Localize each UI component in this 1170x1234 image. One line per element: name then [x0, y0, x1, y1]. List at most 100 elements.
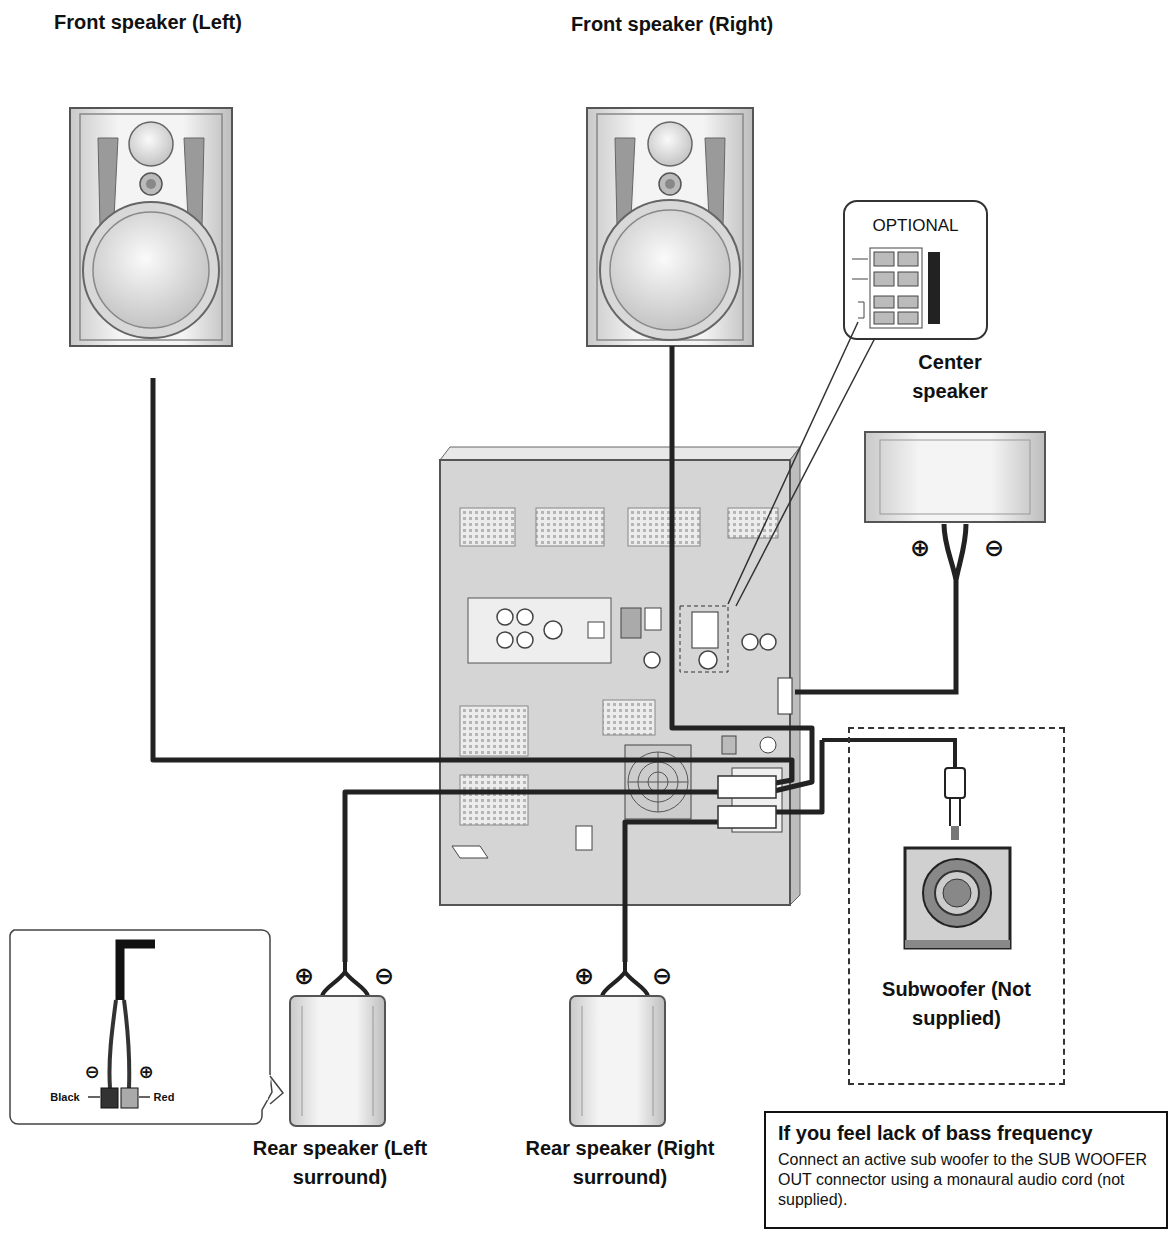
speaker-wire-part: [770, 740, 822, 812]
rear-speaker-right: [570, 962, 665, 1126]
speaker-label: Front speaker (Left): [54, 8, 242, 37]
main-unit-part-part: [517, 632, 533, 648]
main-unit-part-part: [536, 508, 604, 546]
main-unit-part-part: [644, 652, 660, 668]
main-unit: [440, 447, 800, 905]
speaker-label: Rear speaker (Right surround): [515, 1134, 725, 1192]
subwoofer-part: [943, 879, 971, 907]
main-unit-part-part: [760, 634, 776, 650]
main-unit-part: [625, 745, 691, 819]
speaker-terminal-part: [718, 806, 776, 828]
optional-callout-part-part: [874, 312, 894, 324]
speaker-wire: [153, 346, 822, 962]
polarity-sign: ⊖: [84, 1063, 99, 1081]
optional-callout-part: [852, 259, 868, 318]
note-body: Connect an active sub woofer to the SUB …: [778, 1150, 1156, 1210]
main-unit-part: [440, 447, 800, 460]
subwoofer-part: [822, 740, 955, 770]
main-unit-part: [468, 598, 611, 663]
polarity-sign: ⊕: [574, 964, 594, 988]
main-unit-part-part: [742, 634, 758, 650]
center-speaker-part: [880, 440, 1030, 514]
main-unit-part-part: [460, 775, 528, 825]
rear-speaker-right-part: [570, 996, 665, 1126]
main-unit-part-part: [460, 706, 528, 756]
speaker-wire-part: [153, 378, 792, 784]
optional-callout: [728, 248, 940, 606]
front-speaker-right-part: [665, 179, 675, 189]
terminal-inset-part: [101, 1088, 118, 1108]
terminal-inset-part: [10, 930, 272, 1124]
optional-callout-part-part: [898, 272, 918, 286]
optional-callout-part: [870, 248, 922, 328]
subwoofer-part: [935, 871, 979, 915]
main-unit-part: [588, 622, 604, 638]
optional-callout-part-part: [898, 296, 918, 308]
rear-speaker-left-part: [302, 1006, 373, 1116]
front-speaker-left-part: [146, 179, 156, 189]
terminal-inset-part: [266, 1075, 270, 1100]
speaker-rear-left: Rear speaker (Left surround): [238, 996, 442, 1192]
center-speaker-part: [795, 524, 966, 692]
main-unit-part: [621, 608, 641, 638]
rear-speaker-left-part: [290, 996, 385, 1126]
speaker-label: Rear speaker (Left surround): [240, 1134, 440, 1192]
main-unit-part: [576, 826, 592, 850]
rear-speaker-left-part: [322, 962, 368, 996]
front-speaker-left-part: [129, 122, 173, 166]
optional-callout-part: [728, 322, 875, 606]
wire-color-label: Red: [154, 1092, 175, 1103]
optional-callout-part-part: [874, 252, 894, 266]
terminal-inset-part: [270, 1076, 283, 1104]
terminal-inset: [10, 930, 283, 1124]
subwoofer-box: Subwoofer (Not supplied): [848, 727, 1065, 1085]
polarity-sign: ⊕: [138, 1063, 153, 1081]
subwoofer-part: [945, 768, 965, 798]
optional-callout-part-part: [874, 272, 894, 286]
front-speaker-left-part: [83, 202, 219, 338]
speaker-terminal-part: [718, 776, 776, 798]
speaker-front-right: Front speaker (Right): [560, 10, 784, 348]
front-speaker-left-part: [70, 108, 232, 346]
wire-color-label: Black: [50, 1092, 79, 1103]
polarity-sign: ⊕: [910, 536, 930, 560]
speaker-label: Front speaker (Right): [571, 10, 773, 39]
rear-speaker-left: [290, 962, 385, 1126]
subwoofer: [822, 740, 1010, 948]
subwoofer-part: [950, 798, 960, 826]
main-unit-part: [692, 612, 718, 648]
speaker-label: OPTIONAL: [873, 214, 959, 239]
main-unit-part: [790, 447, 800, 905]
main-unit-part: [460, 508, 778, 825]
rear-speaker-right-part: [602, 962, 648, 996]
speaker-wire-part: [625, 822, 770, 962]
speaker-center: Center speaker: [850, 348, 1050, 524]
main-unit-part: [440, 460, 790, 905]
main-unit-part-part: [460, 508, 515, 546]
optional-callout-part-part: [898, 252, 918, 266]
terminal-inset-part: [120, 944, 155, 1000]
main-unit-part-part: [544, 621, 562, 639]
note-heading: If you feel lack of bass frequency: [778, 1121, 1093, 1146]
front-speaker-right-part: [648, 122, 692, 166]
polarity-sign: ⊖: [652, 964, 672, 988]
terminal-inset-part: [121, 1088, 138, 1108]
subwoofer-part: [951, 826, 959, 840]
main-unit-part: [497, 609, 776, 669]
main-unit-part: [645, 608, 661, 630]
terminal-inset-part: [109, 1000, 129, 1088]
main-unit-part-part: [699, 651, 717, 669]
main-unit-part-part: [603, 700, 655, 735]
front-speaker-left-part: [93, 212, 209, 328]
front-speaker-right-part: [600, 200, 740, 340]
front-speaker-left-part: [80, 114, 222, 340]
center-speaker: [795, 432, 1045, 692]
subwoofer-part: [905, 848, 1010, 948]
main-unit-part: [452, 846, 488, 858]
main-unit-part-part: [517, 609, 533, 625]
optional-callout-part-part: [874, 296, 894, 308]
optional-callout-part-part: [898, 312, 918, 324]
front-speaker-left-part: [140, 173, 162, 195]
